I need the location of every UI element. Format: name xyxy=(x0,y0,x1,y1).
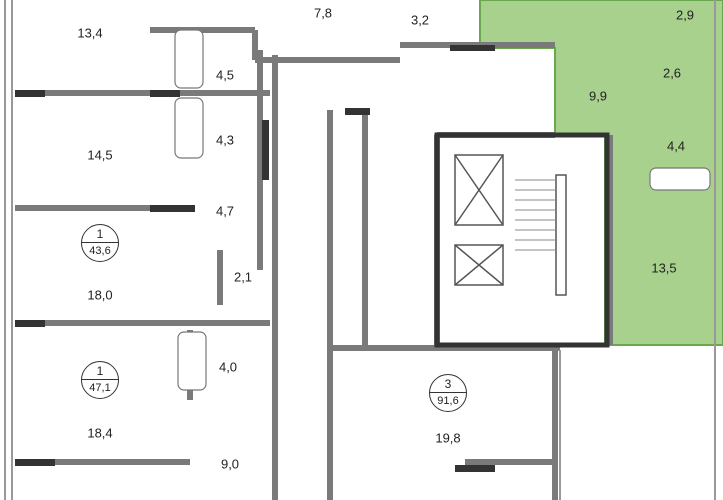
room-area-label: 3,2 xyxy=(410,12,430,28)
apartment-area: 43,6 xyxy=(89,245,111,257)
room-area-label: 13,5 xyxy=(651,260,677,276)
room-area-label: 2,1 xyxy=(233,269,253,285)
room-area-label: 4,0 xyxy=(218,359,238,375)
lifts xyxy=(454,154,567,296)
apartment-rooms: 1 xyxy=(82,362,118,380)
room-area-label: 4,7 xyxy=(215,203,235,219)
apartment-badge[interactable]: 1 47,1 xyxy=(81,361,119,399)
room-area-label: 2,6 xyxy=(662,65,682,81)
room-area-label: 19,8 xyxy=(435,430,461,446)
bathtubs xyxy=(174,29,711,391)
room-area-label: 2,9 xyxy=(675,7,695,23)
apartment-area: 91,6 xyxy=(437,395,459,407)
room-area-label: 13,4 xyxy=(77,25,103,41)
room-area-label: 18,0 xyxy=(87,287,113,303)
room-area-label: 14,5 xyxy=(87,147,113,163)
windows xyxy=(4,0,716,500)
apartment-rooms: 1 xyxy=(82,225,118,243)
apartment-area: 47,1 xyxy=(89,382,111,394)
stair-and-lift-core xyxy=(434,132,610,348)
room-area-label: 18,4 xyxy=(87,425,113,441)
apartment-badge[interactable]: 1 43,6 xyxy=(81,224,119,262)
apartment-badge[interactable]: 3 91,6 xyxy=(429,374,467,412)
room-area-label: 4,5 xyxy=(215,67,235,83)
dark-wall-segments xyxy=(15,45,495,472)
room-area-label: 4,4 xyxy=(666,138,686,154)
apartment-rooms: 3 xyxy=(430,375,466,393)
room-area-label: 9,9 xyxy=(588,88,608,104)
room-area-label: 9,0 xyxy=(220,456,240,472)
stair-steps xyxy=(515,179,556,251)
room-area-label: 4,3 xyxy=(215,132,235,148)
room-area-label: 7,8 xyxy=(313,5,333,21)
